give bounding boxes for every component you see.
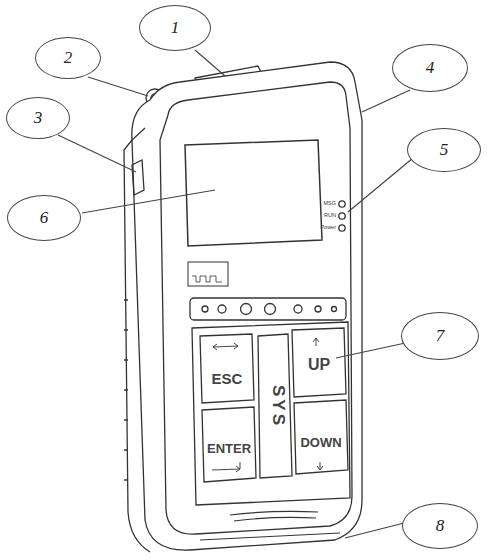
led-label: MSG <box>323 201 336 207</box>
key-label: SYS <box>270 384 287 427</box>
callout-bubble: 6 <box>7 195 81 241</box>
callout-number: 3 <box>34 108 43 128</box>
callout-number: 5 <box>440 140 449 160</box>
led-label: RUN <box>324 213 336 219</box>
led-label: Power <box>320 225 336 231</box>
key-label: UP <box>308 357 330 373</box>
callout-number: 6 <box>40 208 49 228</box>
callout-bubble: 8 <box>402 503 478 549</box>
callout-number: 4 <box>426 58 435 78</box>
key-label: ENTER <box>207 442 251 455</box>
callout-bubble: 7 <box>401 312 479 360</box>
key-label: DOWN <box>300 436 341 449</box>
callout-number: 8 <box>436 516 445 536</box>
callout-number: 1 <box>171 18 180 38</box>
callout-bubble: 1 <box>139 5 211 51</box>
callout-bubble: 5 <box>407 128 481 172</box>
callout-bubble: 4 <box>392 44 468 92</box>
callout-bubble: 2 <box>35 37 101 79</box>
callout-number: 2 <box>64 48 73 68</box>
callout-number: 7 <box>436 326 445 346</box>
key-label: ESC <box>212 371 243 386</box>
callout-bubble: 3 <box>6 97 70 139</box>
